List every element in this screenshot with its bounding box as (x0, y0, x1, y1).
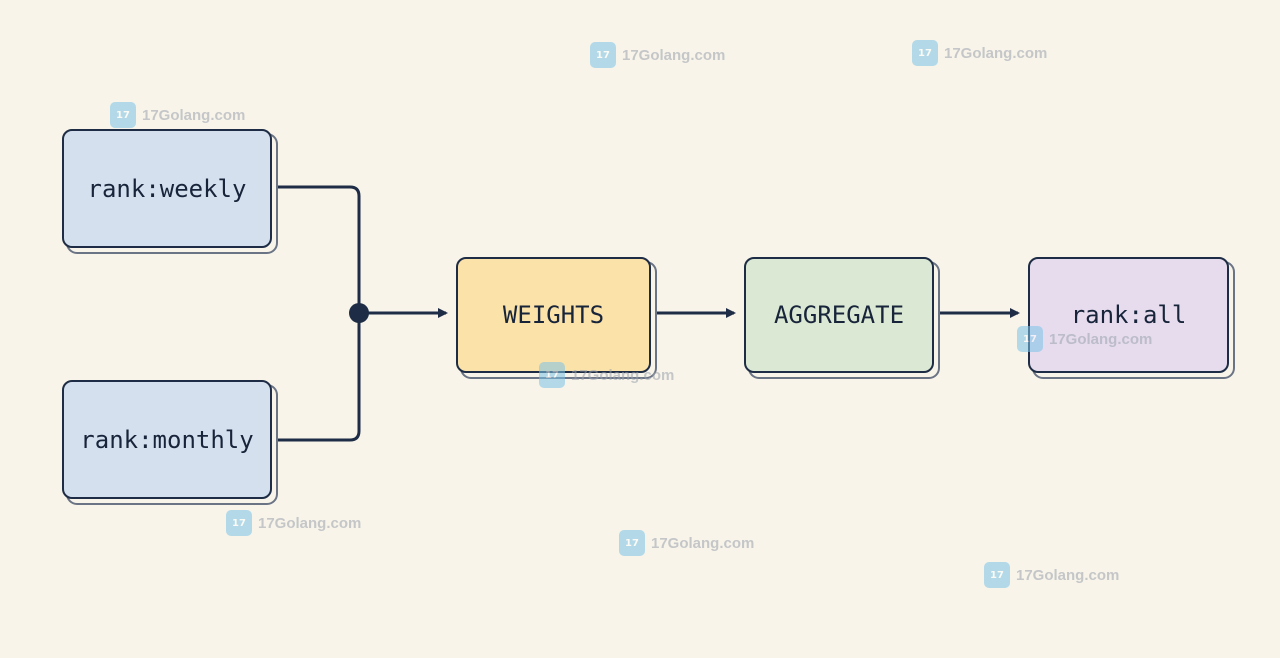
node-label: rank:monthly (80, 425, 254, 454)
node-rank-all: rank:all (1028, 257, 1229, 373)
node-label: WEIGHTS (502, 301, 605, 329)
node-label: rank:all (1070, 301, 1187, 329)
node-label: AGGREGATE (773, 301, 905, 329)
node-label: rank:weekly (87, 174, 247, 203)
node-rank-weekly: rank:weekly (62, 129, 272, 248)
connector-monthly-to-junction (272, 313, 361, 442)
connector-weekly-to-junction (272, 185, 361, 313)
node-rank-monthly: rank:monthly (62, 380, 272, 499)
node-aggregate: AGGREGATE (744, 257, 934, 373)
node-weights: WEIGHTS (456, 257, 651, 373)
